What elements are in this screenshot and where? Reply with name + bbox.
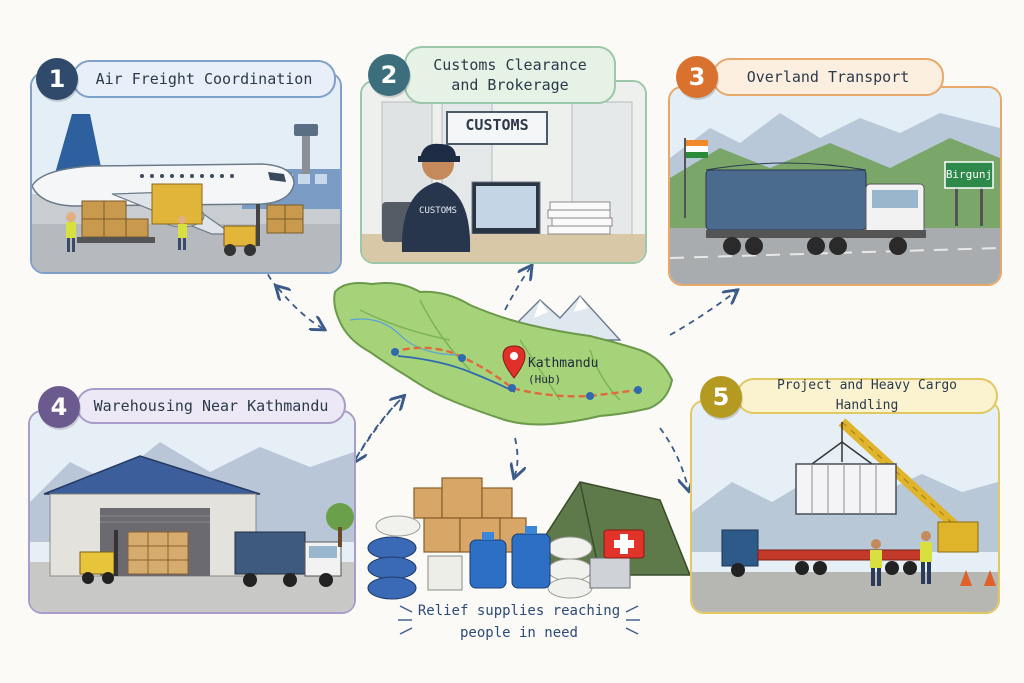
arrow-map-to-step3 [669, 292, 735, 336]
first-aid-kit-icon [603, 529, 645, 559]
step5-title: Project and Heavy Cargo Handling [736, 378, 998, 414]
panel-customs: CUSTOMS CUSTOMS [360, 80, 647, 264]
panel-warehousing [28, 410, 356, 614]
panel-heavy-cargo [690, 400, 1000, 614]
arrow-map-to-step5 [659, 427, 688, 488]
step2-number-badge: 2 [368, 54, 410, 96]
step4-number-badge: 4 [38, 386, 80, 428]
location-pin-icon [502, 345, 526, 379]
panel-overland-transport: Birgunj [668, 86, 1002, 286]
cargo-truck-icon [705, 162, 926, 255]
hub-label: Kathmandu (Hub) [528, 356, 599, 386]
arrow-map-to-relief [515, 437, 518, 475]
customs-scene [362, 82, 645, 262]
crane-icon [811, 418, 979, 553]
step1-number-badge: 1 [36, 58, 78, 100]
step4-title: Warehousing Near Kathmandu [76, 388, 346, 424]
step3-number-badge: 3 [676, 56, 718, 98]
air-freight-scene [32, 74, 340, 272]
heavy-cargo-scene [692, 402, 998, 612]
overland-scene [670, 88, 1000, 284]
road-sign-label: Birgunj [945, 168, 993, 181]
relief-caption: Relief supplies reaching people in need [417, 603, 621, 641]
officer-shirt-label: CUSTOMS [419, 206, 457, 216]
panel-air-freight [30, 72, 342, 274]
customs-sign: CUSTOMS [465, 116, 529, 134]
step1-title: Air Freight Coordination [72, 60, 336, 98]
warehouse-scene [30, 412, 354, 612]
step5-number-badge: 5 [700, 376, 742, 418]
arrow-map-to-step2 [504, 268, 530, 311]
